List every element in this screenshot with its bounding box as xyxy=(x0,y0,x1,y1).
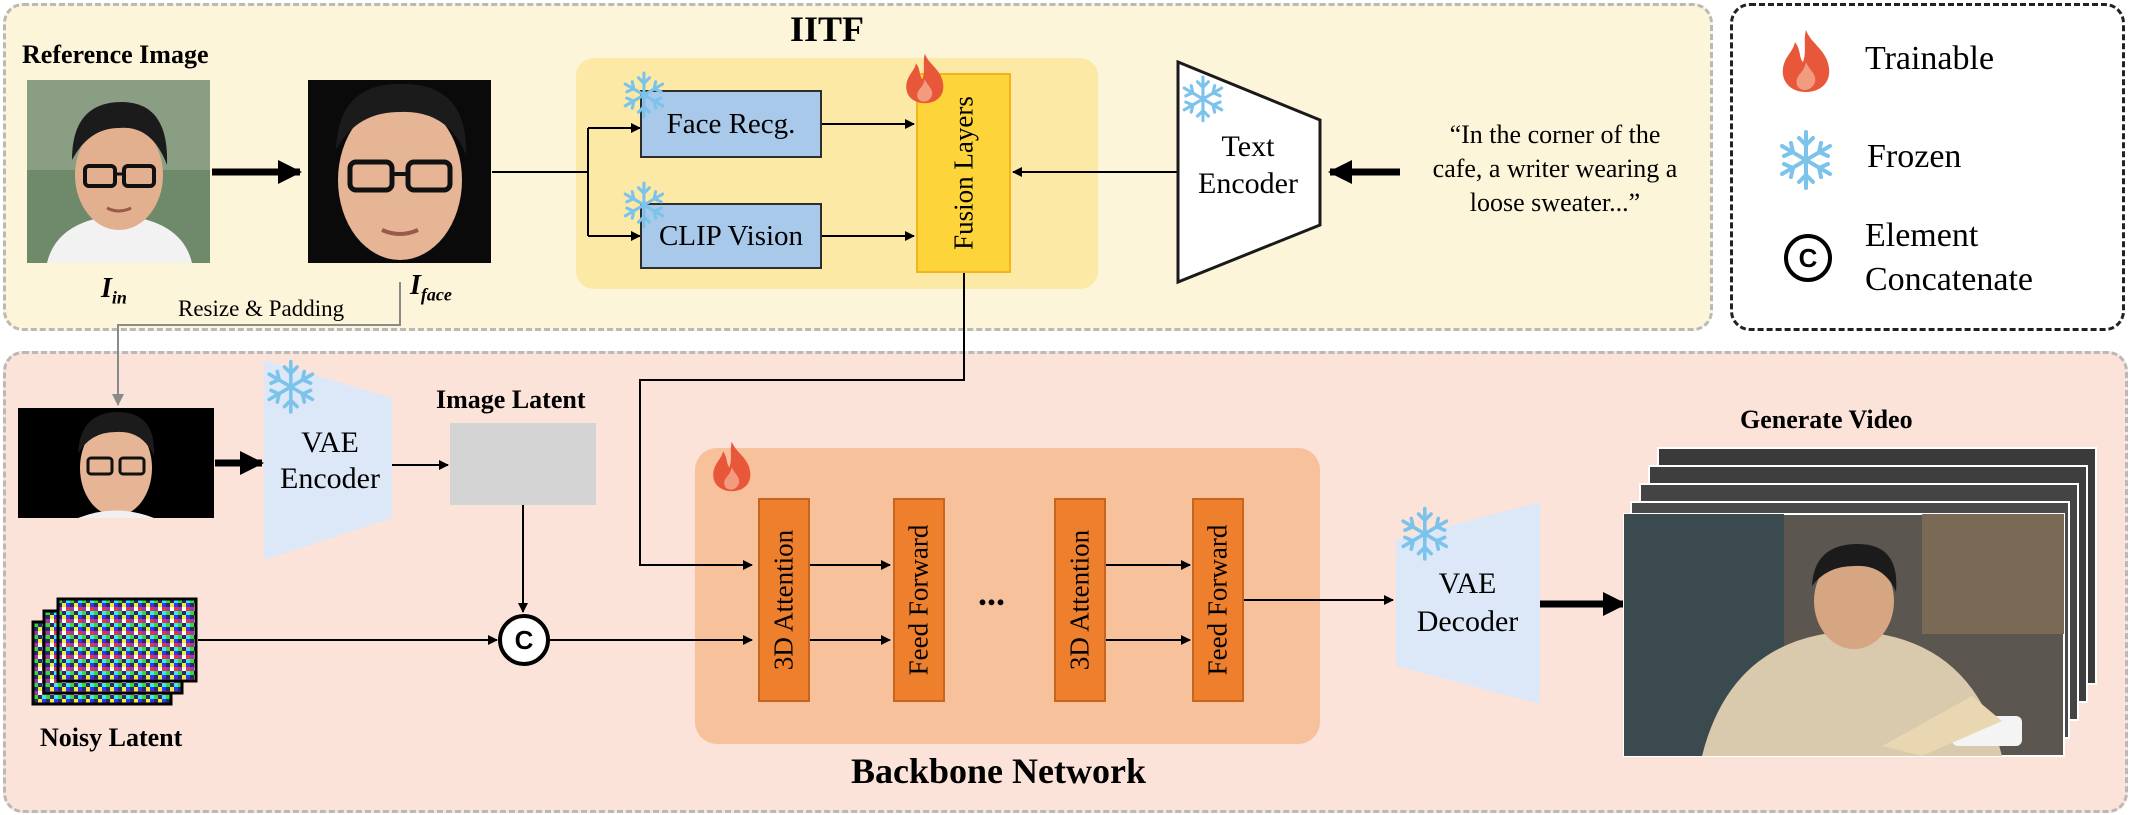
i-face-label: Iface xyxy=(410,270,452,305)
image-latent-label: Image Latent xyxy=(436,385,586,414)
legend-frozen-label: Frozen xyxy=(1867,138,1962,175)
text-encoder-label: Text Encoder xyxy=(1198,130,1298,200)
vae-encoder-shape xyxy=(264,360,392,560)
image-latent-box xyxy=(450,423,596,505)
attention-label-2: 3D Attention xyxy=(1064,529,1095,671)
generated-video-frames xyxy=(1623,447,2097,757)
attention-block-2: 3D Attention xyxy=(1054,498,1106,702)
clip-vision-snowflake-icon xyxy=(623,181,665,229)
vae-encoder-snowflake-icon xyxy=(267,359,315,414)
face-recognition-box: Face Recg. xyxy=(640,90,822,158)
fusion-layers-label: Fusion Layers xyxy=(948,96,978,250)
noisy-latent-stack xyxy=(31,597,198,706)
feed-forward-label-1: Feed Forward xyxy=(903,524,934,676)
ellipsis-label: ... xyxy=(978,573,1005,613)
svg-text:C: C xyxy=(1799,243,1818,273)
face-recg-label: Face Recg. xyxy=(666,107,796,140)
reference-image-label: Reference Image xyxy=(22,40,209,69)
vae-decoder-snowflake-icon xyxy=(1401,506,1449,561)
concatenate-icon: C xyxy=(1784,234,1832,282)
resize-padding-label: Resize & Padding xyxy=(178,296,345,321)
noisy-latent-label: Noisy Latent xyxy=(40,723,183,752)
padded-face-photo xyxy=(18,408,214,518)
feed-forward-label-2: Feed Forward xyxy=(1202,524,1233,676)
face-recg-snowflake-icon xyxy=(623,71,665,119)
feed-forward-block-2: Feed Forward xyxy=(1192,498,1244,702)
legend-trainable-label: Trainable xyxy=(1865,40,1995,77)
flame-icon xyxy=(1782,30,1830,92)
attention-label-1: 3D Attention xyxy=(768,529,799,671)
text-prompt: “In the corner of the cafe, a writer wea… xyxy=(1432,120,1678,217)
clip-vision-label: CLIP Vision xyxy=(658,219,804,252)
fusion-layers-box: Fusion Layers xyxy=(916,73,1011,273)
generate-video-label: Generate Video xyxy=(1740,405,1913,434)
snowflake-icon xyxy=(1780,130,1832,190)
vae-decoder-label: VAE Decoder xyxy=(1416,567,1519,638)
cropped-face-photo xyxy=(308,80,491,263)
text-encoder-snowflake-icon xyxy=(1182,75,1224,123)
backbone-flame-icon xyxy=(713,441,751,492)
feed-forward-block-1: Feed Forward xyxy=(893,498,945,702)
i-in-label: Iin xyxy=(101,273,127,308)
clip-vision-box: CLIP Vision xyxy=(640,203,822,269)
text-encoder-shape xyxy=(1176,60,1322,285)
fusion-flame-icon xyxy=(906,53,944,104)
legend-concatenate-label: Element Concatenate xyxy=(1865,217,2034,298)
backbone-title: Backbone Network xyxy=(851,751,1146,791)
reference-face-photo xyxy=(27,80,210,263)
concatenate-node: C xyxy=(498,614,550,666)
vae-encoder-label: VAE Encoder xyxy=(280,426,380,495)
iitf-title: IITF xyxy=(790,9,865,49)
attention-block-1: 3D Attention xyxy=(758,498,810,702)
